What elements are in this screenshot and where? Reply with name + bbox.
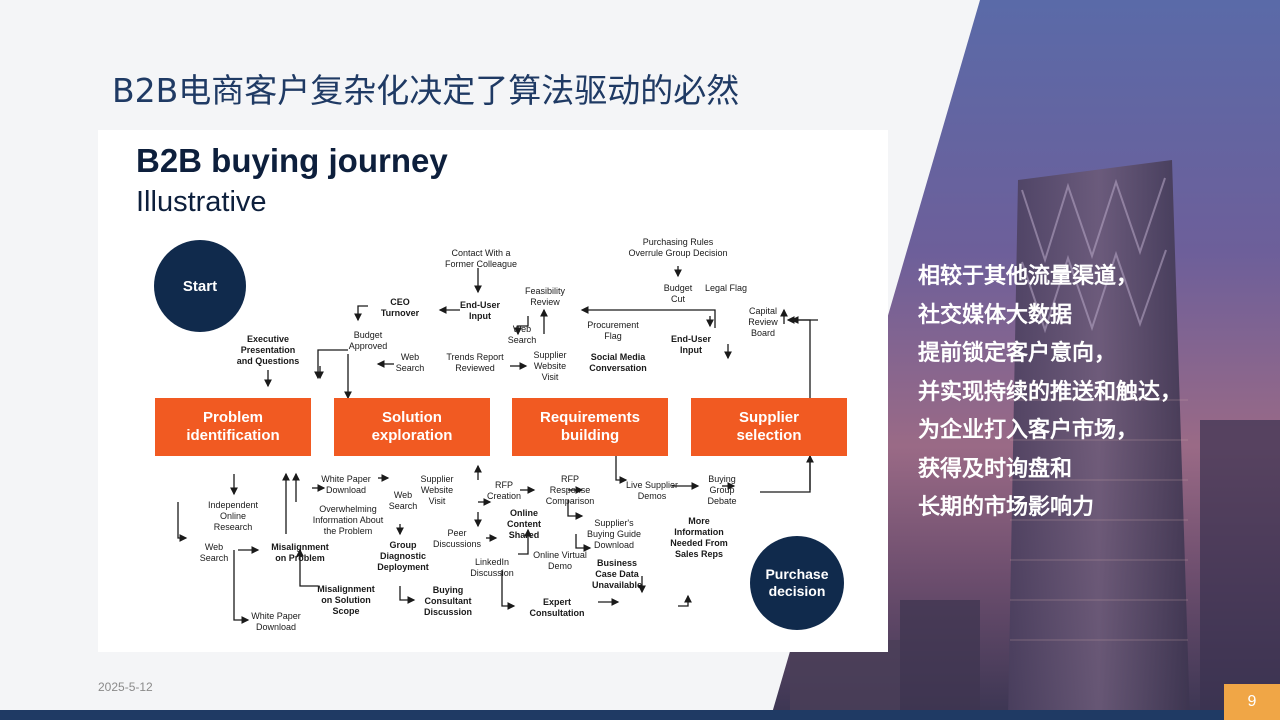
node-misalignment-scope: Misalignment on Solution Scope [317,584,375,616]
node-linkedin-discussion: LinkedIn Discussion [470,557,514,578]
side-text-line: 为企业打入客户市场， [918,418,1139,443]
stage-label: Problem identification [186,409,280,444]
side-text-line: 相较于其他流量渠道， [918,264,1139,289]
page-number-badge: 9 [1224,684,1280,720]
node-white-paper-2: White Paper Download [321,474,371,495]
node-end-user-input-2: End-User Input [670,334,712,355]
node-more-information: More Information Needed From Sales Reps [670,516,728,559]
node-procurement-flag: Procurement Flag [587,320,639,341]
node-business-case: Business Case Data Unavailable [591,558,643,590]
node-web-search-4: Web Search [388,490,418,511]
node-feasibility-review: Feasibility Review [524,286,566,307]
node-ceo-turnover: CEO Turnover [380,297,420,318]
side-text-line: 获得及时询盘和 [918,456,1073,482]
node-legal-flag: Legal Flag [704,283,748,293]
bottom-bar [0,710,1280,720]
node-budget-cut: Budget Cut [663,283,693,304]
stage-solution-exploration: Solution exploration [334,398,490,456]
slide-date: 2025-5-12 [98,680,153,694]
side-text-line: 社交媒体大数据 [918,302,1073,328]
page-number: 9 [1247,693,1257,710]
stage-supplier-selection: Supplier selection [691,398,847,456]
node-purchasing-rules: Purchasing Rules Overrule Group Decision [628,237,728,258]
node-executive-presentation: Executive Presentation and Questions [236,334,300,366]
node-overwhelming-info: Overwhelming Information About the Probl… [312,504,384,536]
node-online-virtual-demo: Online Virtual Demo [533,550,587,571]
side-text-block: 相较于其他流量渠道， 社交媒体大数据 提前锁定客户意向， 并实现持续的推送和触达… [918,258,1182,528]
node-trends-report: Trends Report Reviewed [446,352,504,373]
stage-problem-identification: Problem identification [155,398,311,456]
node-budget-approved: Budget Approved [348,330,388,351]
node-buying-group-debate: Buying Group Debate [707,474,737,506]
start-label: Start [182,277,218,295]
node-supplier-website-1: Supplier Website Visit [533,350,567,382]
node-rfp-response: RFP Response Comparison [545,474,595,506]
side-text-line: 长期的市场影响力 [918,495,1095,520]
flow-arrows [177,266,818,624]
stage-label: Supplier selection [736,409,802,444]
node-end-user-input-1: End-User Input [459,300,501,321]
node-white-paper-1: White Paper Download [251,611,301,632]
stage-label: Requirements building [539,409,641,444]
diagram-subtitle: Illustrative [136,186,267,218]
purchase-decision-label: Purchase decision [765,566,829,599]
stage-requirements-building: Requirements building [512,398,668,456]
diagram-title: B2B buying journey [136,142,448,179]
node-rfp-creation: RFP Creation [486,480,522,501]
node-supplier-buying-guide: Supplier's Buying Guide Download [586,518,642,550]
stage-label: Solution exploration [371,409,453,444]
node-capital-review-board: Capital Review Board [748,306,778,338]
node-peer-discussions: Peer Discussions [432,528,482,549]
side-text-line: 并实现持续的推送和触达， [918,379,1183,405]
node-independent-research: Independent Online Research [207,500,259,532]
node-group-diagnostic: Group Diagnostic Deployment [377,540,429,572]
node-social-media-conversation: Social Media Conversation [589,352,647,373]
node-web-search-3: Web Search [199,542,229,563]
node-live-supplier-demos: Live Supplier Demos [625,480,679,501]
buying-journey-diagram: B2B buying journey Illustrative [98,130,888,652]
node-buying-consultant: Buying Consultant Discussion [423,585,473,617]
side-text-line: 提前锁定客户意向， [918,341,1117,366]
slide-title: B2B电商客户复杂化决定了算法驱动的必然 [112,71,740,110]
node-contact-former-colleague: Contact With a Former Colleague [444,248,518,269]
purchase-decision-node: Purchase decision [750,536,844,630]
node-expert-consultation: Expert Consultation [529,597,585,618]
node-supplier-website-2: Supplier Website Visit [420,474,454,506]
start-node: Start [154,240,246,332]
node-web-search-1: Web Search [507,324,537,345]
node-web-search-2: Web Search [395,352,425,373]
node-online-content: Online Content Shared [507,508,541,540]
node-misalignment-problem: Misalignment on Problem [271,542,329,563]
